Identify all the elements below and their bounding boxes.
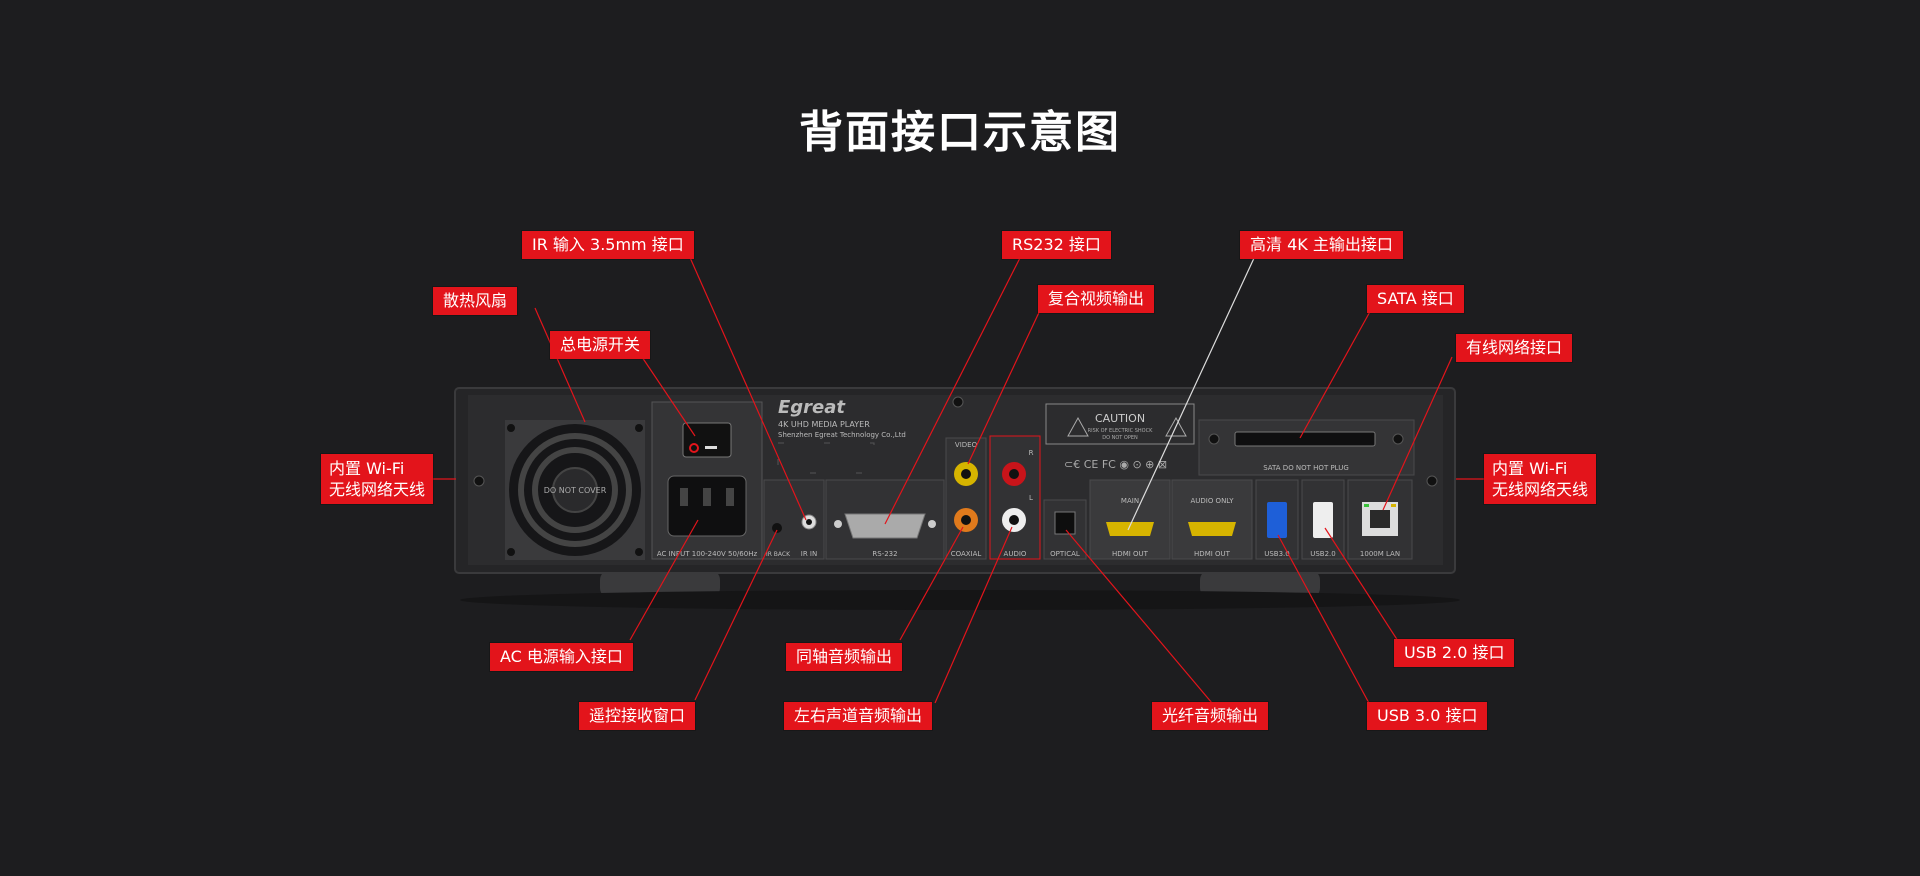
device-shadow (460, 590, 1460, 610)
sata-label: SATA DO NOT HOT PLUG (1263, 464, 1349, 472)
leader-line (639, 353, 696, 437)
leader-line (694, 529, 778, 701)
device-foot-right (1200, 570, 1320, 598)
leader-lines (418, 252, 1486, 706)
ir-back-label: IR BACK (766, 551, 791, 558)
model-line2: Shenzhen Egreat Technology Co.,Ltd (778, 431, 906, 439)
callout-wifi-left-line1: 内置 Wi-Fi (329, 459, 405, 478)
label-area (777, 442, 875, 474)
caution-line2: DO NOT OPEN (1102, 435, 1138, 441)
leader-line (899, 526, 964, 641)
callout-wifi-right-line2: 无线网络天线 (1492, 480, 1589, 499)
warning-icon (1165, 416, 1187, 437)
callout-lr-audio: 左右声道音频输出 (784, 702, 933, 730)
ir-in-label: IR IN (801, 550, 817, 558)
leader-line (1324, 527, 1399, 642)
callout-rs232: RS232 接口 (1002, 231, 1111, 259)
brand-logo: Egreat (778, 397, 846, 418)
callout-ir-input: IR 输入 3.5mm 接口 (522, 231, 694, 259)
caution-title: CAUTION (1095, 412, 1145, 425)
fan-label: DO NOT COVER (544, 486, 607, 495)
callout-wifi-left: 内置 Wi-Fi 无线网络天线 (321, 454, 434, 504)
usb3-label: USB3.0 (1264, 550, 1290, 558)
leader-line (687, 252, 807, 521)
usb2-label: USB2.0 (1310, 550, 1336, 558)
coaxial-label: COAXIAL (951, 550, 982, 558)
warning-icon (1067, 416, 1089, 437)
leader-line (629, 519, 699, 641)
audio-panel (989, 435, 1041, 560)
leader-line (534, 307, 586, 423)
hdmi-out-2-label: HDMI OUT (1194, 550, 1231, 558)
hdmi-main-label: MAIN (1121, 497, 1139, 505)
page-title: 背面接口示意图 (799, 107, 1121, 158)
callout-sata: SATA 接口 (1367, 285, 1464, 313)
callout-remote-window: 遥控接收窗口 (579, 702, 696, 730)
lan-label: 1000M LAN (1360, 550, 1400, 558)
hdmi-audio-port (1188, 522, 1236, 536)
sata-panel (1198, 419, 1415, 476)
rs232-port (844, 513, 926, 539)
ac-input-label: AC INPUT 100-240V 50/60Hz (657, 550, 758, 558)
power-switch-indicator-icon (689, 443, 699, 453)
callout-coax-audio: 同轴音频输出 (786, 643, 903, 671)
sata-port (1234, 431, 1376, 447)
leader-line (884, 253, 1023, 525)
model-line1: 4K UHD MEDIA PLAYER (778, 420, 870, 429)
optical-label: OPTICAL (1050, 550, 1080, 558)
callout-usb3: USB 3.0 接口 (1367, 702, 1488, 730)
leader-line (1065, 529, 1213, 704)
screw-icon (1426, 475, 1438, 487)
callout-wifi-right-line1: 内置 Wi-Fi (1492, 459, 1568, 478)
callout-optical-audio: 光纤音频输出 (1152, 702, 1269, 730)
optical-port (1054, 511, 1076, 535)
audio-label: AUDIO (1004, 550, 1027, 558)
callout-power-switch: 总电源开关 (550, 331, 651, 359)
ir-receiver-window (772, 523, 782, 533)
callout-wifi-right: 内置 Wi-Fi 无线网络天线 (1484, 454, 1597, 504)
power-switch (682, 422, 732, 458)
hdmi-main-port (1106, 522, 1154, 536)
leader-line (934, 526, 1013, 704)
leader-line (1277, 534, 1371, 706)
screw-icon (952, 396, 964, 408)
caution-box (1045, 403, 1195, 445)
hdmi-out-1-label: HDMI OUT (1112, 550, 1149, 558)
power-switch-bar (705, 446, 717, 449)
callout-wifi-left-line2: 无线网络天线 (329, 480, 426, 499)
hdmi-audio-only-label: AUDIO ONLY (1190, 497, 1234, 505)
leader-line (1299, 307, 1373, 439)
callout-fan: 散热风扇 (433, 287, 518, 315)
rs232-label: RS-232 (872, 550, 897, 558)
leader-line-hdmi (1127, 255, 1256, 531)
device-foot-left (600, 570, 720, 598)
usb3-port (1267, 502, 1287, 538)
caution-line1: RISK OF ELECTRIC SHOCK (1088, 428, 1153, 434)
callout-hdmi-4k: 高清 4K 主输出接口 (1240, 231, 1403, 259)
hdmi-main-panel (1089, 479, 1171, 560)
audio-l-label: L (1029, 494, 1033, 502)
screw-icon (473, 475, 485, 487)
video-label: VIDEO (955, 441, 978, 449)
usb2-port (1313, 502, 1333, 538)
fan-icon (507, 424, 643, 556)
video-panel (945, 437, 987, 560)
callout-wired-network: 有线网络接口 (1456, 334, 1573, 362)
callout-usb2: USB 2.0 接口 (1394, 639, 1515, 667)
cert-marks: ⊂€ CE FC ◉ ⊙ ⊕ ⊠ (1064, 458, 1167, 471)
leader-line (967, 305, 1043, 465)
audio-r-label: R (1029, 449, 1034, 457)
callout-ac-power: AC 电源输入接口 (490, 643, 633, 671)
leader-line (1382, 356, 1453, 511)
callout-composite-video: 复合视频输出 (1038, 285, 1155, 313)
hdmi-audio-panel (1171, 479, 1253, 560)
